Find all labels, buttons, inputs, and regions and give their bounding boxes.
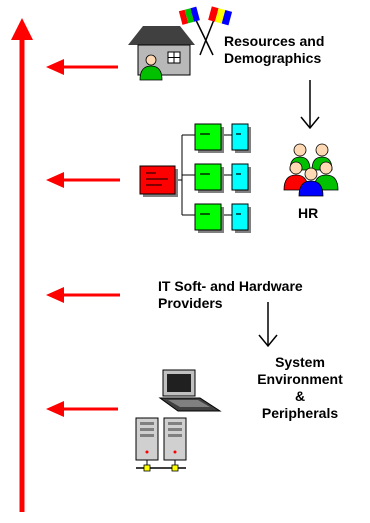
system-env-label-line1: System: [275, 354, 325, 370]
system-env-label: System Environment & Peripherals: [252, 354, 348, 422]
people-group-icon: [283, 143, 339, 197]
level-arrow-3: [46, 287, 120, 303]
laptop-icon: [158, 369, 222, 412]
servers-icon: [135, 417, 187, 472]
level-arrow-4: [46, 401, 118, 417]
flags-icon: [178, 6, 233, 56]
resources-label-line1: Resources and: [224, 33, 325, 49]
it-providers-label-line2: Providers: [158, 295, 223, 311]
system-env-label-line4: Peripherals: [261, 405, 339, 421]
system-env-label-line2: Environment: [257, 371, 343, 387]
resources-label: Resources and Demographics: [224, 33, 324, 67]
vertical-axis-arrow: [11, 18, 33, 512]
down-arrow-resources-to-hr: [300, 80, 320, 130]
house-icon: [128, 26, 195, 81]
down-arrow-it-to-system: [258, 302, 278, 348]
org-chart-icon: [139, 123, 251, 233]
resources-label-line2: Demographics: [224, 50, 322, 66]
it-providers-label-line1: IT Soft- and Hardware: [158, 278, 303, 294]
system-env-label-line3: &: [294, 388, 306, 404]
level-arrow-2: [46, 172, 120, 188]
level-arrow-1: [46, 59, 118, 75]
it-providers-label: IT Soft- and Hardware Providers: [158, 278, 303, 312]
hr-label: HR: [298, 205, 319, 221]
